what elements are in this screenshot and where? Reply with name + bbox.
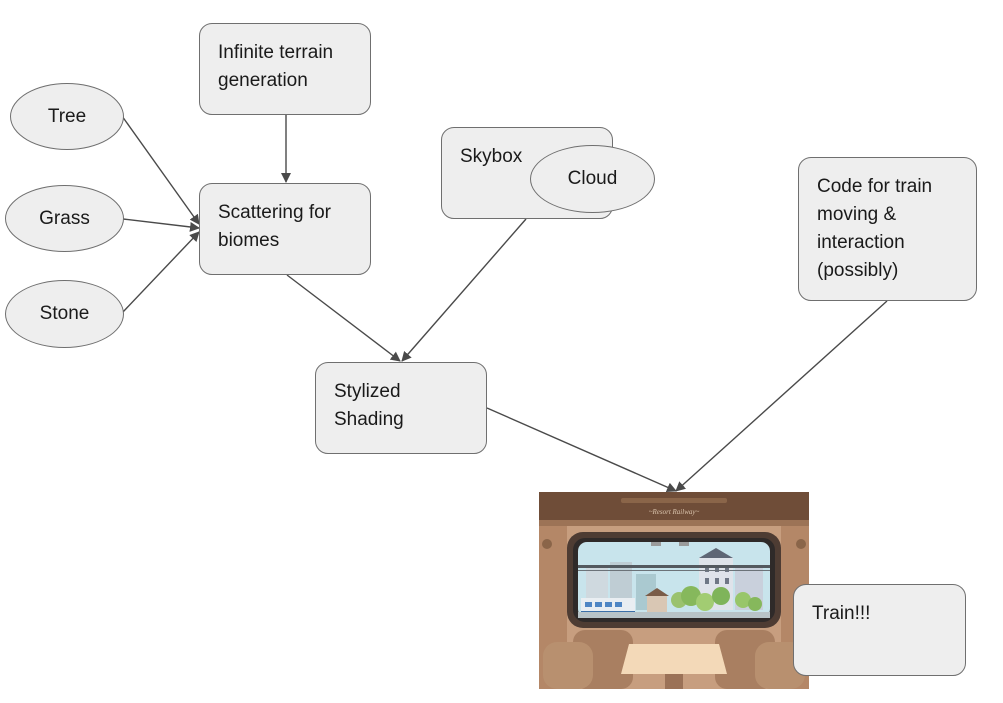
node-infinite-terrain: Infinite terrain generation [199,23,371,115]
node-tree: Tree [10,83,124,150]
node-code-for-train-label: Code for train moving & interaction (pos… [817,176,933,281]
edge-shading-to-train [486,407,677,492]
train-sign-text: ~Resort Railway~ [649,508,700,516]
node-scattering-label: Scattering for biomes [218,202,331,251]
node-scattering: Scattering for biomes [199,183,371,275]
node-train-label: Train!!! [812,603,871,624]
node-code-for-train: Code for train moving & interaction (pos… [798,157,977,301]
node-infinite-terrain-label: Infinite terrain generation [218,42,334,91]
node-stylized-shading: Stylized Shading [315,362,487,454]
edge-scattering-to-shading [286,274,401,362]
node-tree-label: Tree [47,105,87,127]
edge-code-to-train [675,300,888,492]
node-grass: Grass [5,185,124,252]
node-grass-label: Grass [39,207,90,229]
node-cloud-label: Cloud [567,168,618,189]
train-interior-illustration: ~Resort Railway~ [539,492,809,689]
edge-grass-to-scattering [122,218,200,232]
edge-skybox-to-shading [401,218,527,362]
node-skybox: Skybox [441,127,613,219]
edge-stone-to-scattering [121,231,200,314]
train-interior-image: ~Resort Railway~ [539,492,809,689]
edge-tree-to-scattering [121,115,200,225]
node-skybox-label: Skybox [460,146,523,167]
node-cloud: Cloud [530,145,655,213]
node-stylized-shading-label: Stylized Shading [334,381,404,430]
node-train: Train!!! [793,584,966,676]
node-stone-label: Stone [39,303,90,324]
node-stone: Stone [5,280,124,348]
